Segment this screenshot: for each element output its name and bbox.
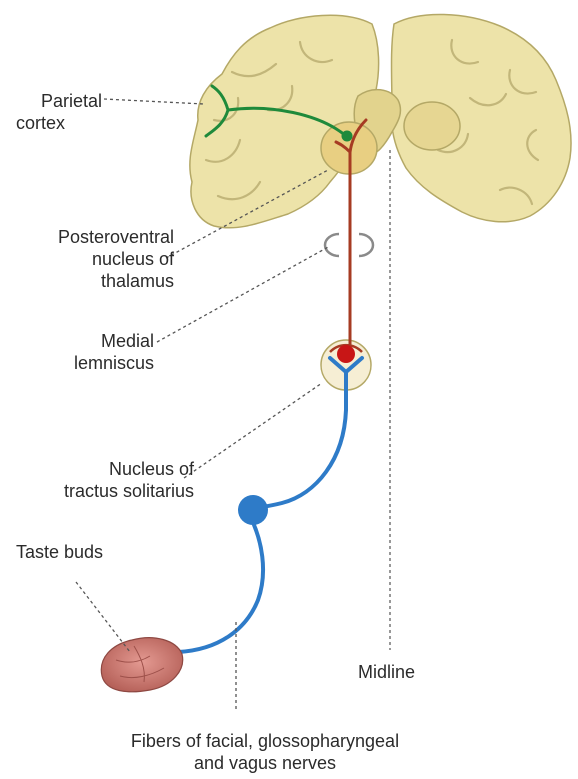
afferent-pathway bbox=[178, 358, 362, 652]
parietal-cortex-line-1: Parietal bbox=[16, 90, 102, 112]
midline-label: Midline bbox=[358, 661, 415, 683]
nucleus-tractus-line-2: tractus solitarius bbox=[30, 480, 194, 502]
midline-line-1: Midline bbox=[358, 661, 415, 683]
ganglion-cell bbox=[238, 495, 268, 525]
taste-buds-line-1: Taste buds bbox=[16, 541, 103, 563]
nucleus-tractus-line-1: Nucleus of bbox=[30, 458, 194, 480]
medial-lemniscus-line-2: lemniscus bbox=[40, 352, 154, 374]
right-deep-nucleus bbox=[404, 102, 460, 150]
parietal-cortex-label: Parietal cortex bbox=[16, 90, 102, 134]
nts-nucleus-dot bbox=[337, 345, 355, 363]
taste-bud bbox=[101, 638, 182, 692]
medial-lemniscus-label: Medial lemniscus bbox=[40, 330, 154, 374]
thalamus-line-3: thalamus bbox=[8, 270, 174, 292]
thalamus-line-2: nucleus of bbox=[8, 248, 174, 270]
thalamus-line-1: Posteroventral bbox=[8, 226, 174, 248]
parietal-cortex-line-2: cortex bbox=[16, 112, 102, 134]
cortical-synapse-dot bbox=[342, 131, 353, 142]
fibers-line-1: Fibers of facial, glossopharyngeal bbox=[40, 730, 490, 752]
fibers-label: Fibers of facial, glossopharyngeal and v… bbox=[40, 730, 490, 774]
thalamus-label: Posteroventral nucleus of thalamus bbox=[8, 226, 174, 292]
medial-lemniscus-line-1: Medial bbox=[40, 330, 154, 352]
taste-buds-label: Taste buds bbox=[16, 541, 103, 563]
fibers-line-2: and vagus nerves bbox=[40, 752, 490, 774]
nucleus-tractus-label: Nucleus of tractus solitarius bbox=[30, 458, 194, 502]
